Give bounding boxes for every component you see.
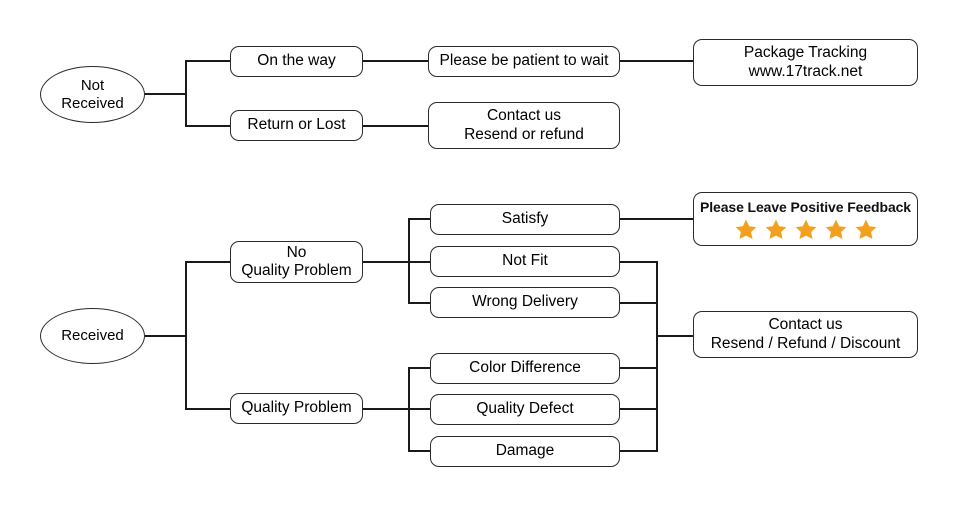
star-icon[interactable] [794,218,818,242]
connector-bus-to-resolution [656,335,694,337]
node-no-quality-problem[interactable]: No Quality Problem [230,241,363,283]
node-not-received-line1: Not [80,76,105,94]
node-damage[interactable]: Damage [430,436,620,467]
node-resolution-line2: Resend / Refund / Discount [710,334,901,352]
node-color-difference[interactable]: Color Difference [430,353,620,384]
node-package-tracking-line2: www.17track.net [748,62,863,80]
node-color-difference-label: Color Difference [469,359,581,377]
node-received-label: Received [61,327,124,345]
node-no-quality-problem-line1: No [286,243,307,261]
connector-on-the-way-to-wait [363,60,429,62]
connector-return-to-contact [363,125,429,127]
connector-to-return-or-lost [185,125,231,127]
connector-received-stem [145,335,187,337]
connector-wrong-delivery-to-bus [620,302,658,304]
connector-to-wrong-delivery [408,302,431,304]
connector-to-satisfy [408,218,431,220]
node-contact-resend-or-refund-line1: Contact us [486,107,562,125]
node-return-or-lost[interactable]: Return or Lost [230,110,363,141]
connector-to-not-fit [408,261,431,263]
connector-to-on-the-way [185,60,231,62]
node-resolution-line1: Contact us [768,316,843,334]
connector-to-quality-defect [408,408,431,410]
connector-qp-stem [363,408,409,410]
connector-to-damage [408,450,431,452]
node-satisfy[interactable]: Satisfy [430,204,620,235]
star-rating[interactable] [734,218,878,242]
node-not-fit-label: Not Fit [502,252,548,270]
node-package-tracking-line1: Package Tracking [743,44,868,62]
node-contact-resend-refund-discount[interactable]: Contact us Resend / Refund / Discount [693,311,918,358]
connector-received-trunk [185,261,187,410]
node-package-tracking[interactable]: Package Tracking www.17track.net [693,39,918,86]
node-on-the-way[interactable]: On the way [230,46,363,77]
feedback-card[interactable]: Please Leave Positive Feedback [693,192,918,246]
node-received[interactable]: Received [40,308,145,364]
node-contact-resend-or-refund-line2: Resend or refund [464,125,584,143]
connector-to-no-quality-problem [185,261,231,263]
node-quality-defect[interactable]: Quality Defect [430,394,620,425]
connector-quality-defect-to-bus [620,408,658,410]
node-please-be-patient-label: Please be patient to wait [439,52,609,70]
connector-merge-bus [656,261,658,451]
node-no-quality-problem-line2: Quality Problem [241,262,352,279]
node-contact-resend-or-refund[interactable]: Contact us Resend or refund [428,102,620,149]
connector-to-color-difference [408,367,431,369]
node-wrong-delivery[interactable]: Wrong Delivery [430,287,620,318]
star-icon[interactable] [764,218,788,242]
node-return-or-lost-label: Return or Lost [247,116,346,134]
star-icon[interactable] [824,218,848,242]
node-on-the-way-label: On the way [257,52,336,70]
connector-damage-to-bus [620,450,658,452]
connector-color-difference-to-bus [620,367,658,369]
node-not-fit[interactable]: Not Fit [430,246,620,277]
connector-nqp-fan-trunk [408,218,410,303]
node-damage-label: Damage [495,442,555,460]
node-wrong-delivery-label: Wrong Delivery [472,293,578,311]
node-quality-defect-label: Quality Defect [476,400,574,418]
feedback-title: Please Leave Positive Feedback [699,198,911,215]
node-satisfy-label: Satisfy [501,210,549,228]
node-not-received[interactable]: Not Received [40,66,145,123]
connector-not-fit-to-bus [620,261,658,263]
connector-to-quality-problem [185,408,231,410]
node-please-be-patient[interactable]: Please be patient to wait [428,46,620,77]
connector-nqp-stem [363,261,409,263]
node-quality-problem[interactable]: Quality Problem [230,393,363,424]
star-icon[interactable] [734,218,758,242]
connector-not-received-trunk [185,61,187,126]
connector-not-received-stem [145,93,187,95]
connector-wait-to-tracking [620,60,694,62]
connector-satisfy-to-feedback [620,218,694,220]
star-icon[interactable] [854,218,878,242]
node-not-received-line2: Received [61,94,124,112]
node-quality-problem-label: Quality Problem [241,399,352,417]
